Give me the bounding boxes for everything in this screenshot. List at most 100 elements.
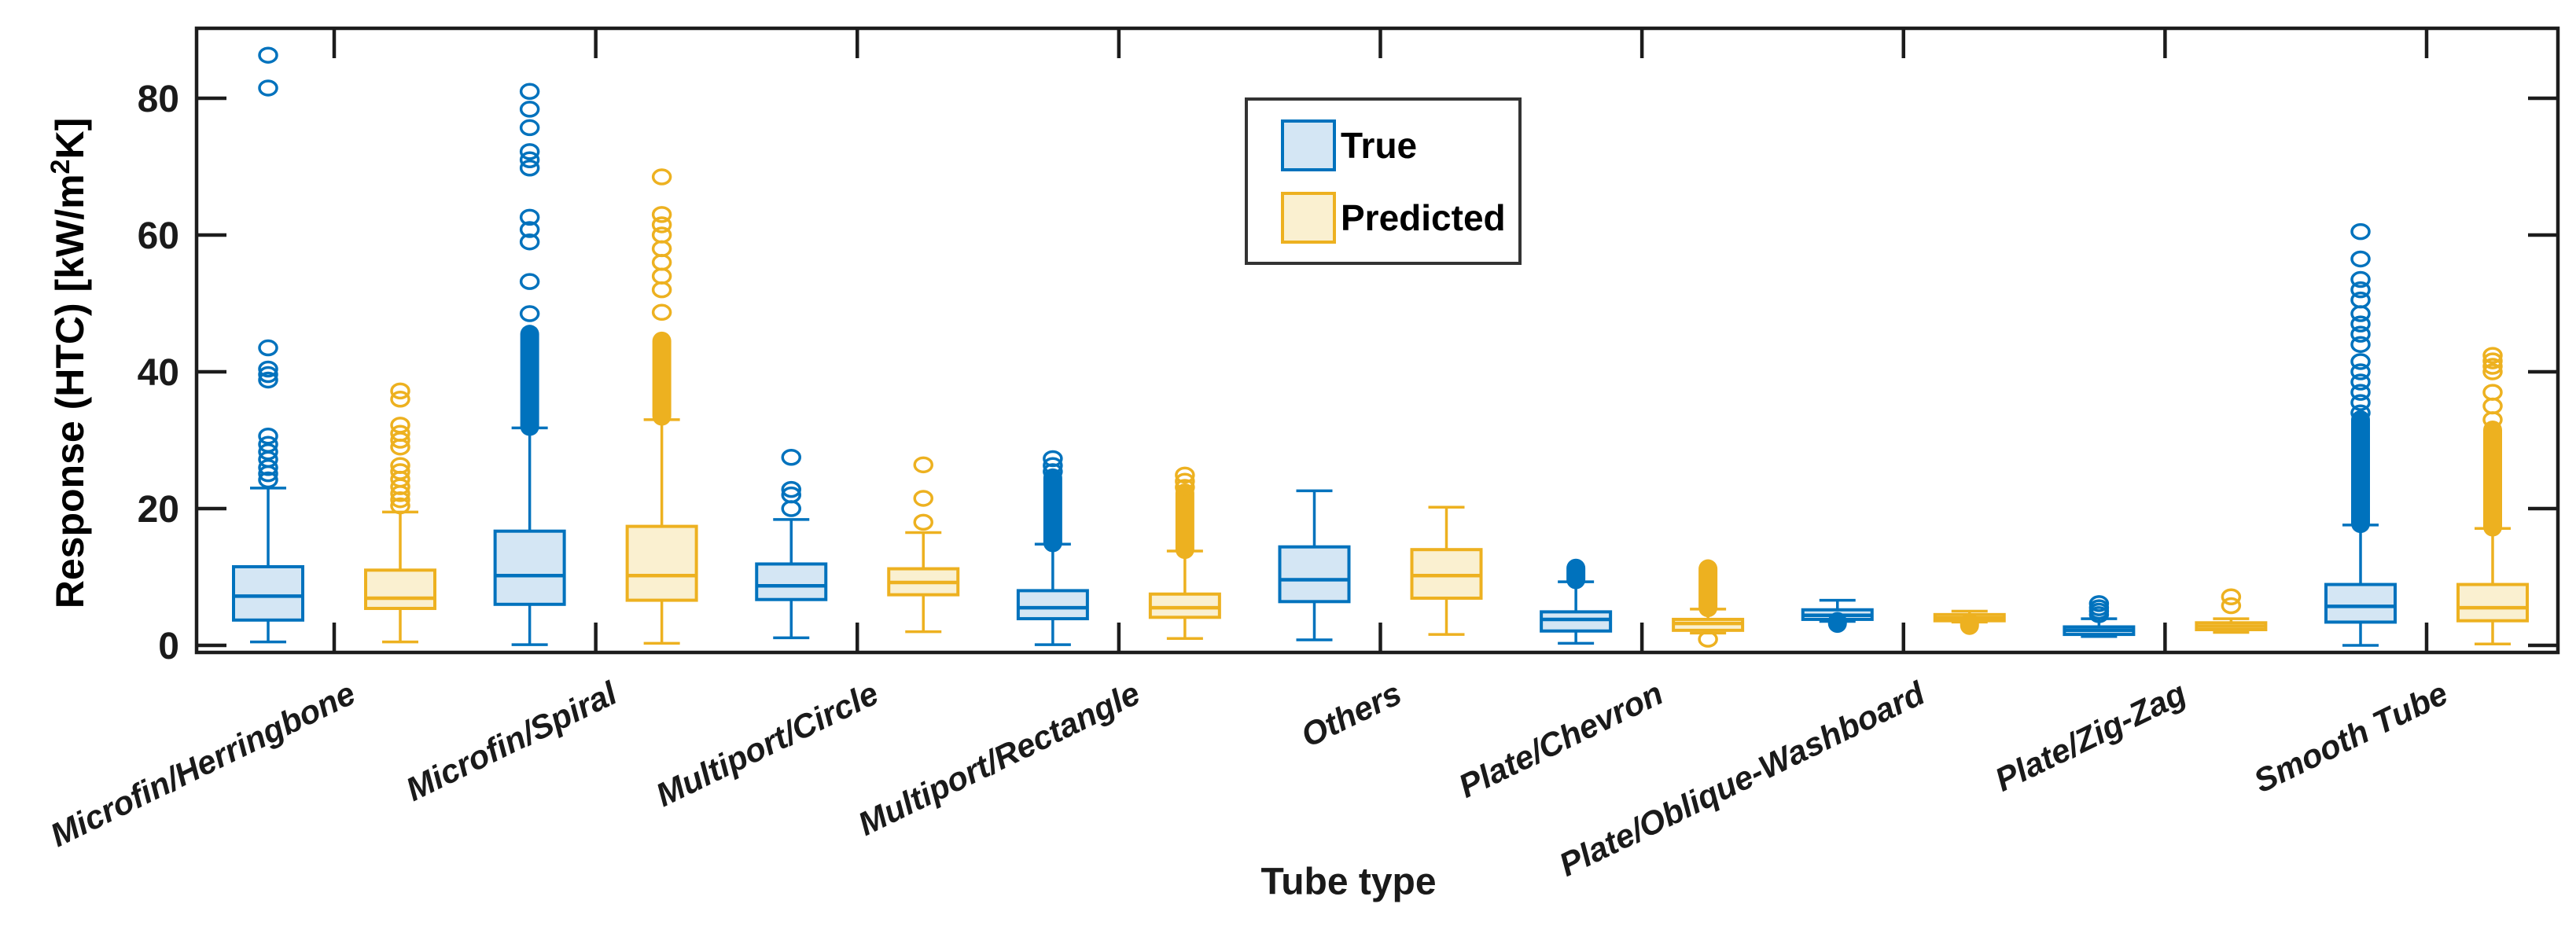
outlier-point — [2350, 325, 2371, 343]
outlier-point — [519, 221, 540, 238]
outlier-point — [258, 443, 278, 461]
outlier-point — [651, 240, 672, 258]
box-predicted-multiport-rectangle — [1148, 466, 1221, 641]
box-predicted-microfin-spiral — [625, 168, 698, 645]
outlier-point — [258, 339, 278, 357]
outlier-point — [651, 303, 672, 322]
outlier-point — [519, 143, 540, 160]
iqr-box — [2324, 582, 2397, 624]
outlier-point — [258, 459, 278, 476]
outlier-point — [519, 305, 540, 322]
iqr-box — [1278, 545, 1351, 604]
outlier-point — [258, 371, 278, 389]
y-tick-label: 40 — [138, 352, 179, 394]
x-category-label-smooth-tube: Smooth Tube — [2248, 674, 2453, 800]
box-predicted-plate-chevron — [1672, 559, 1745, 648]
legend-item-predicted: Predicted — [1281, 191, 1518, 244]
outlier-point — [2482, 347, 2503, 364]
iqr-box — [1148, 592, 1221, 619]
outlier-point — [519, 208, 540, 226]
outlier-point — [2350, 270, 2371, 288]
y-axis-title-text-end: K] — [47, 117, 92, 160]
outlier-point — [519, 159, 540, 177]
outlier-point — [913, 490, 933, 507]
outlier-point — [519, 119, 540, 137]
box-predicted-smooth-tube — [2456, 347, 2529, 646]
outlier-point — [2350, 222, 2371, 241]
outlier-point — [913, 456, 933, 474]
outlier-point — [258, 471, 278, 489]
outlier-point — [390, 417, 410, 434]
outlier-point — [390, 463, 410, 480]
legend-label-predicted: Predicted — [1341, 197, 1506, 238]
box-predicted-plate-zig-zag — [2195, 588, 2268, 634]
box-true-plate-oblique-washboard — [1801, 598, 1874, 634]
plot-frame — [194, 26, 2560, 655]
y-tick-label: 60 — [138, 215, 179, 257]
iqr-box — [755, 562, 828, 601]
y-axis-title-superscript: 2 — [46, 159, 76, 175]
outlier-point — [2350, 394, 2371, 411]
outlier-point — [651, 267, 672, 285]
outlier-point — [2482, 397, 2503, 415]
y-tick-label: 80 — [138, 79, 179, 120]
legend-swatch-true — [1281, 119, 1336, 171]
outlier-point — [781, 480, 801, 498]
legend-swatch-predicted — [1281, 191, 1336, 244]
outlier-point — [258, 435, 278, 453]
y-axis-title-text: Response (HTC) [kW/m — [47, 174, 92, 609]
outlier-point — [2350, 404, 2371, 421]
outlier-point — [651, 254, 672, 271]
x-category-label-microfin-spiral: Microfin/Spiral — [400, 674, 624, 808]
iqr-box — [1016, 589, 1089, 621]
iqr-box — [2456, 582, 2529, 623]
outlier-point — [651, 281, 672, 299]
outlier-point — [519, 151, 540, 169]
outlier-point — [258, 366, 278, 384]
iqr-box — [493, 529, 566, 606]
x-category-label-multiport-circle: Multiport/Circle — [650, 674, 884, 814]
outlier-point — [390, 424, 410, 443]
box-predicted-plate-oblique-washboard — [1933, 609, 2006, 635]
y-tick-label: 20 — [138, 489, 179, 531]
outlier-point — [2482, 358, 2503, 375]
legend: True Predicted — [1245, 97, 1522, 265]
outlier-point — [519, 273, 540, 290]
outlier-point — [390, 391, 410, 408]
outlier-point — [651, 216, 672, 233]
x-category-label-plate-chevron: Plate/Chevron — [1453, 674, 1669, 805]
outlier-point — [2350, 250, 2371, 268]
outlier-point — [2088, 595, 2110, 612]
box-true-multiport-circle — [755, 449, 828, 640]
outlier-point — [651, 168, 672, 186]
outlier-point — [1043, 450, 1063, 468]
outlier-point — [2482, 363, 2503, 380]
iqr-box — [1540, 610, 1613, 633]
outlier-point — [2350, 384, 2371, 401]
outlier-point — [2350, 373, 2371, 391]
outlier-point — [2350, 281, 2371, 299]
box-predicted-others — [1410, 505, 1483, 636]
outlier-point — [651, 206, 672, 223]
outlier-point — [2350, 291, 2371, 309]
box-predicted-microfin-herringbone — [364, 382, 436, 644]
box-true-multiport-rectangle — [1016, 450, 1089, 646]
outlier-point — [1175, 479, 1195, 496]
legend-item-true: True — [1281, 119, 1518, 171]
box-predicted-multiport-circle — [887, 456, 960, 634]
outlier-point — [2350, 305, 2371, 322]
outlier-point — [2350, 315, 2371, 333]
outlier-point — [258, 428, 278, 445]
outlier-point — [781, 449, 801, 466]
outlier-point — [519, 233, 540, 251]
outlier-point — [390, 497, 410, 515]
outlier-point — [2221, 597, 2242, 615]
outlier-point — [519, 83, 540, 101]
outlier-point — [2350, 336, 2371, 353]
x-axis-title: Tube type — [1260, 861, 1437, 903]
x-category-label-microfin-herringbone: Microfin/Herringbone — [45, 674, 361, 854]
outlier-point — [2482, 352, 2503, 369]
x-category-label-plate-zig-zag: Plate/Zig-Zag — [1989, 674, 2192, 799]
